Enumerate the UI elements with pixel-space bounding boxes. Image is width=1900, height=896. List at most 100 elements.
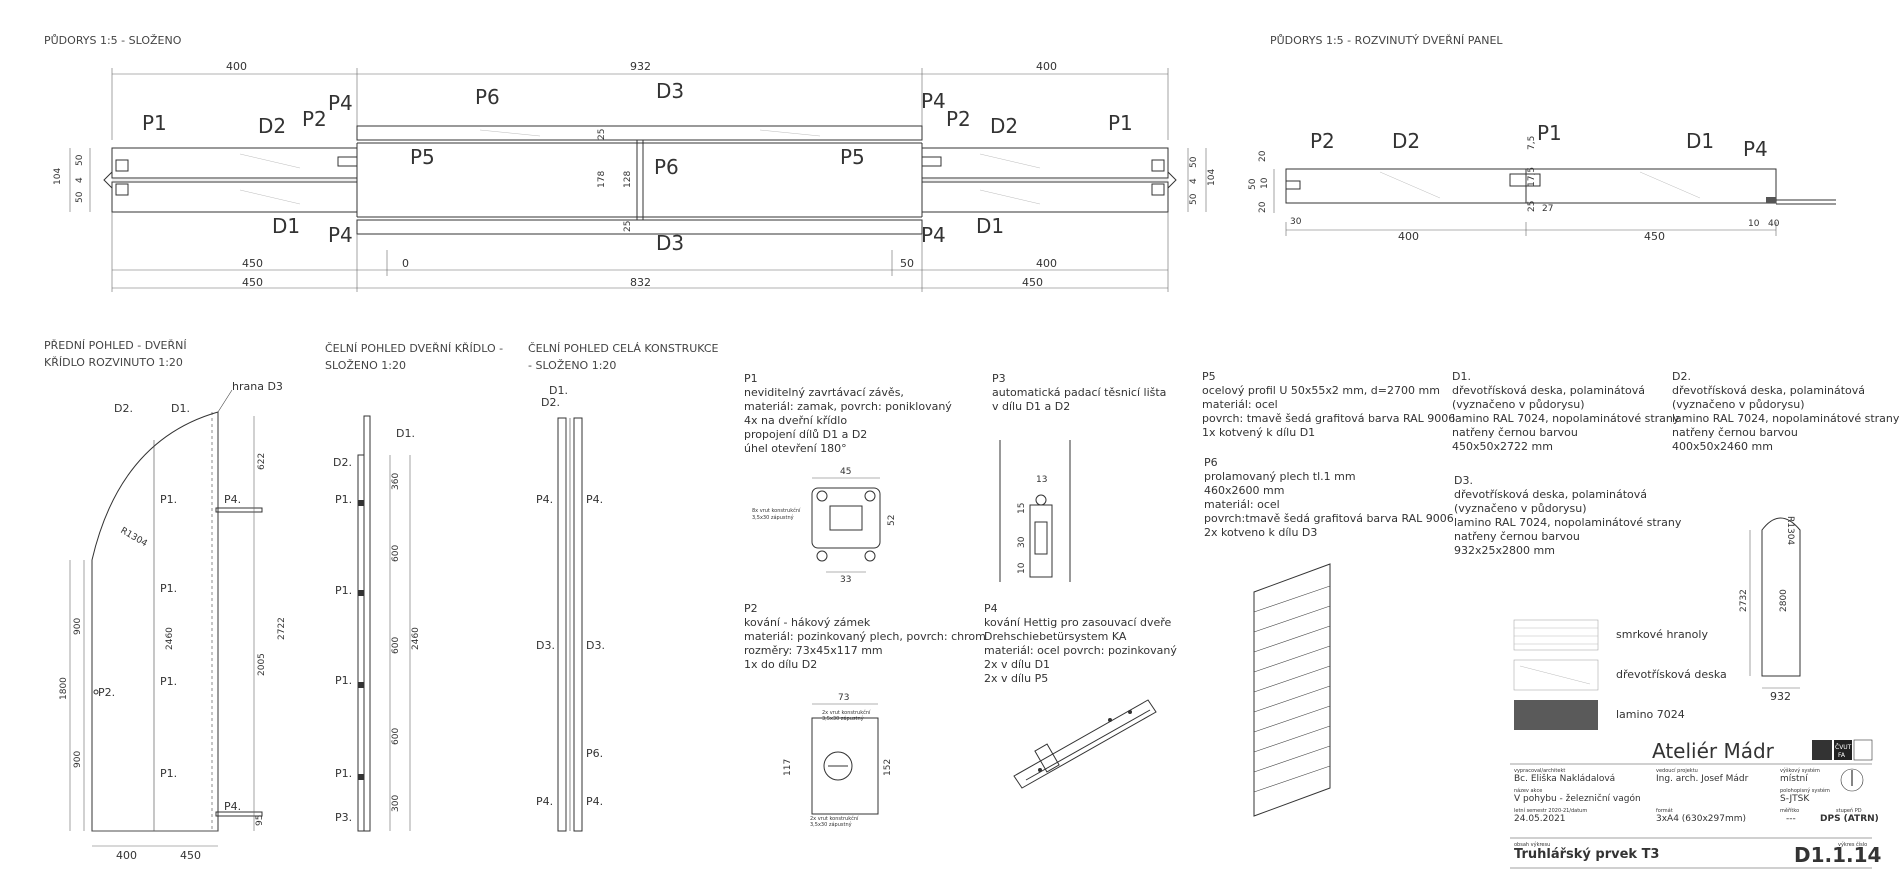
- dim-top-right: 400: [1036, 60, 1057, 73]
- svg-text:v dílu D1 a D2: v dílu D1 a D2: [992, 400, 1070, 413]
- tb-logo-box: [1834, 740, 1852, 760]
- svg-text:formát: formát: [1656, 807, 1673, 814]
- svg-text:13: 13: [1036, 475, 1047, 485]
- dim-b2-450a: 450: [242, 276, 263, 289]
- fv-dim-2722: 2722: [277, 617, 287, 640]
- detail-p1-hinge: 45 52 33 8x vrut konstrukční 3,5x30 zápu…: [752, 467, 897, 585]
- fv-p1-b: P1.: [160, 582, 177, 595]
- fw-dim-360: 360: [391, 473, 401, 490]
- note-d1: D1. dřevotřísková deska, polaminátová (v…: [1452, 370, 1680, 453]
- label-p4-left-top: P4: [328, 91, 353, 115]
- svg-text:(vyznačeno v půdorysu): (vyznačeno v půdorysu): [1454, 502, 1587, 515]
- svg-text:2x vrut konstrukční: 2x vrut konstrukční: [822, 709, 871, 716]
- svg-text:materiál: pozinkovaný plech, p: materiál: pozinkovaný plech, povrch: chr…: [744, 630, 986, 643]
- fa-d2: D2.: [541, 396, 560, 409]
- tb-stage: DPS (ATRN): [1820, 814, 1879, 824]
- north-arrow-icon: [1840, 768, 1864, 792]
- svg-text:400x50x2460 mm: 400x50x2460 mm: [1672, 440, 1773, 453]
- uf-dim-50: 50: [1248, 178, 1258, 190]
- uf-dim-7-5: 7,5: [1527, 136, 1537, 150]
- svg-text:2x v dílu P5: 2x v dílu P5: [984, 672, 1048, 685]
- fv-p1-d: P1.: [160, 767, 177, 780]
- svg-text:výkres číslo: výkres číslo: [1838, 841, 1867, 848]
- fw-dim-300: 300: [391, 795, 401, 812]
- svg-text:materiál: ocel povrch: pozinko: materiál: ocel povrch: pozinkovaný: [984, 644, 1177, 657]
- svg-text:kování - hákový zámek: kování - hákový zámek: [744, 616, 871, 629]
- fv-p2: P2.: [98, 686, 115, 699]
- tb-height: místní: [1780, 774, 1808, 784]
- svg-text:2x v dílu D1: 2x v dílu D1: [984, 658, 1050, 671]
- svg-text:automatická padací těsnicí liš: automatická padací těsnicí lišta: [992, 386, 1166, 399]
- fv-p1-a: P1.: [160, 493, 177, 506]
- fw-d1: D1.: [396, 427, 415, 440]
- uf-label-d2: D2: [1392, 129, 1420, 153]
- tb-studio: Ateliér Mádr: [1652, 739, 1775, 763]
- note-p4: P4 kování Hettig pro zasouvací dveře Dre…: [984, 602, 1177, 685]
- label-p5-right: P5: [840, 145, 865, 169]
- svg-text:932x25x2800 mm: 932x25x2800 mm: [1454, 544, 1555, 557]
- fa-p4-lb: P4.: [536, 795, 553, 808]
- uf-dim-27: 27: [1542, 204, 1553, 214]
- legend-label-smrk: smrkové hranoly: [1616, 628, 1708, 641]
- legend: smrkové hranoly dřevotřísková deska lami…: [1513, 619, 1727, 730]
- fv-dim-622: 622: [257, 453, 267, 470]
- svg-text:natřeny černou barvou: natřeny černou barvou: [1454, 530, 1580, 543]
- label-d1-right: D1: [976, 214, 1004, 238]
- svg-text:R1304: R1304: [1785, 516, 1795, 545]
- svg-text:P2: P2: [744, 602, 758, 615]
- title-front-view-line1: PŘEDNÍ POHLED - DVEŘNÍ: [44, 339, 187, 352]
- fw-p1-a: P1.: [335, 493, 352, 506]
- label-d3-top: D3: [656, 79, 684, 103]
- svg-text:povrch: tmavě šedá grafitová b: povrch: tmavě šedá grafitová barva RAL 9…: [1202, 412, 1455, 425]
- uf-label-d1: D1: [1686, 129, 1714, 153]
- tb-task: V pohybu - železniční vagón: [1514, 793, 1641, 804]
- dim-top-left: 400: [226, 60, 247, 73]
- fv-dim-900a: 900: [73, 618, 83, 635]
- uf-dim-40: 40: [1768, 219, 1780, 229]
- svg-text:45: 45: [840, 467, 851, 477]
- uf-dim-400: 400: [1398, 230, 1419, 243]
- svg-text:(vyznačeno v půdorysu): (vyznačeno v půdorysu): [1672, 398, 1805, 411]
- dim-top-mid: 932: [630, 60, 651, 73]
- svg-text:4x na dveřní křídlo: 4x na dveřní křídlo: [744, 414, 847, 427]
- title-face-wing-line2: SLOŽENO 1:20: [325, 359, 406, 372]
- fv-dim-1800: 1800: [59, 677, 69, 700]
- fa-d1: D1.: [549, 384, 568, 397]
- dim-mid-128: 128: [623, 171, 633, 188]
- svg-text:932: 932: [1770, 690, 1791, 703]
- note-p6: P6 prolamovaný plech tl.1 mm 460x2600 mm…: [1204, 456, 1454, 539]
- svg-text:P5: P5: [1202, 370, 1216, 383]
- tb-pos: S-JTSK: [1780, 794, 1810, 804]
- svg-text:materiál: ocel: materiál: ocel: [1202, 398, 1278, 411]
- fw-p1-c: P1.: [335, 674, 352, 687]
- detail-p2-lock: 73 117 152 2x vrut konstrukční 3,5x30 zá…: [783, 693, 893, 828]
- fw-dim-2460: 2460: [411, 627, 421, 650]
- dim-b1-0: 0: [402, 257, 409, 270]
- note-p3: P3 automatická padací těsnicí lišta v dí…: [992, 372, 1166, 413]
- uf-dim-17-5: 17,5: [1527, 167, 1537, 187]
- notes: P1 neviditelný zavrtávací závěs, materiá…: [744, 370, 1900, 685]
- fv-radius: R1304: [119, 526, 149, 549]
- svg-text:název akce: název akce: [1514, 787, 1542, 794]
- plan-folded: 400 932 400: [53, 60, 1217, 292]
- svg-text:52: 52: [887, 515, 897, 526]
- svg-text:2x kotveno k dílu D3: 2x kotveno k dílu D3: [1204, 526, 1317, 539]
- svg-text:lamino RAL 7024, nopolaminátov: lamino RAL 7024, nopolaminátové strany: [1672, 412, 1900, 425]
- title-plan-folded: PŮDORYS 1:5 - SLOŽENO: [44, 34, 182, 47]
- svg-text:33: 33: [840, 575, 851, 585]
- note-d2: D2. dřevotřísková deska, polaminátová (v…: [1672, 370, 1900, 453]
- uf-dim-20b: 20: [1258, 201, 1268, 213]
- tb-drawing-no: D1.1.14: [1794, 843, 1881, 867]
- svg-text:materiál: zamak, povrch: ponik: materiál: zamak, povrch: poniklovaný: [744, 400, 952, 413]
- dim-right-104: 104: [1207, 169, 1217, 186]
- fa-p4-rb: P4.: [586, 795, 603, 808]
- tb-content: Truhlářský prvek T3: [1514, 847, 1659, 862]
- svg-text:rozměry: 73x45x117 mm: rozměry: 73x45x117 mm: [744, 644, 883, 657]
- dim-left-50b: 50: [75, 191, 85, 203]
- svg-text:neviditelný zavrtávací závěs,: neviditelný zavrtávací závěs,: [744, 386, 904, 399]
- dim-left-4: 4: [75, 177, 85, 183]
- svg-text:P4: P4: [984, 602, 998, 615]
- label-p1-left: P1: [142, 111, 167, 135]
- title-face-all-line1: ČELNÍ POHLED CELÁ KONSTRUKCE: [528, 342, 719, 355]
